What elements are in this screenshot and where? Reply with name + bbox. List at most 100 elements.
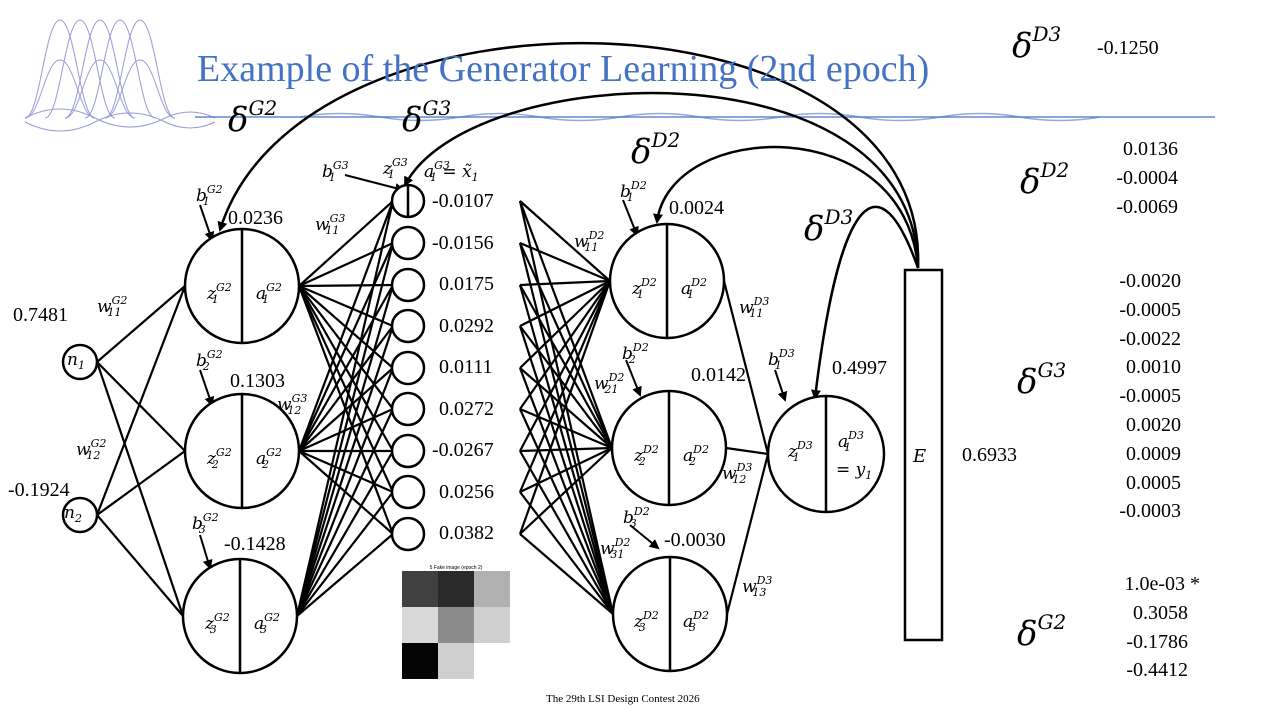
- gen-output-value-8: 0.0256: [439, 481, 494, 503]
- bias-arrow-d3-1: [774, 369, 788, 402]
- edge-input-gen-hidden: [96, 285, 186, 363]
- delta-g3-label-right: δG3: [1017, 358, 1067, 402]
- w-g3-11: wG311: [315, 212, 346, 237]
- gen-hidden-value-2: 0.1303: [230, 370, 285, 392]
- z-g2-1: zG21: [207, 281, 232, 306]
- edge-gen-hidden-gen-output: [298, 284, 394, 452]
- gen-output-node-8: [390, 474, 426, 510]
- title-underline-wave: [299, 112, 1101, 122]
- edge-gen-output-disc-hidden: [519, 280, 611, 369]
- fake-image-pixel: [402, 571, 438, 607]
- edge-gen-hidden-gen-output: [298, 367, 394, 452]
- a-g2-3: aG23: [254, 611, 280, 636]
- delta-d3-label-mid: δD3: [804, 205, 854, 249]
- a-d3-1-eq: = y1: [836, 460, 873, 482]
- edge-gen-output-disc-hidden: [519, 491, 614, 615]
- input-n2-label: n2: [64, 503, 82, 525]
- network-edges: [95, 200, 770, 617]
- delta-d2-value: -0.0004: [1116, 166, 1178, 189]
- z-g2-3: zG23: [205, 611, 230, 636]
- delta-g3-value: -0.0020: [1119, 270, 1181, 292]
- edge-gen-output-disc-hidden: [519, 280, 611, 327]
- arrow-to-d2: [653, 145, 920, 269]
- edge-gen-hidden-gen-output: [296, 408, 394, 617]
- edge-gen-output-disc-hidden: [519, 367, 613, 449]
- delta-d3-value: -0.1250: [1097, 37, 1159, 59]
- a-g3-1: aG31 = x̃1: [424, 159, 479, 184]
- fake-image-pixel: [474, 571, 510, 607]
- b-d3-1: bD31: [768, 347, 795, 372]
- b-d2-1: bD21: [620, 179, 647, 204]
- delta-g3-value: -0.0005: [1119, 298, 1181, 321]
- z-d2-2: zD22: [634, 443, 659, 468]
- gen-output-node-4: [390, 308, 426, 344]
- delta-g2-value: 0.3058: [1133, 601, 1188, 624]
- edge-input-gen-hidden: [96, 361, 186, 452]
- a-d3-1: aD31: [838, 429, 864, 454]
- fake-image-pixel: [438, 643, 474, 679]
- edge-gen-output-disc-hidden: [518, 408, 615, 615]
- b-g2-1: bG21: [196, 183, 223, 208]
- disc-hidden-value-1: 0.0024: [669, 197, 724, 219]
- edge-gen-hidden-gen-output: [296, 450, 394, 617]
- input-node-1: [61, 343, 99, 381]
- b-g3-1: bG31: [322, 159, 349, 184]
- gen-output-value-1: -0.0107: [432, 190, 494, 212]
- b-d2-2: bD22: [622, 341, 649, 366]
- bias-arrow-d2-3: [629, 524, 660, 550]
- edge-gen-output-disc-hidden: [519, 446, 613, 453]
- fake-image-pixel: [474, 607, 510, 643]
- gen-output-node-3: [390, 267, 426, 303]
- edge-gen-output-disc-hidden: [518, 242, 614, 449]
- edge-input-gen-hidden: [96, 514, 184, 617]
- b-g2-3: bG23: [192, 511, 219, 536]
- gen-output-value-7: -0.0267: [432, 439, 494, 461]
- a-g2-1: aG21: [256, 281, 282, 306]
- b-g2-2: bG22: [196, 348, 223, 373]
- disc-hidden-value-3: -0.0030: [664, 529, 726, 551]
- z-d2-1: zD21: [632, 276, 657, 301]
- delta-g3-value: -0.0003: [1119, 500, 1181, 523]
- delta-g3-label: δG3: [402, 96, 452, 140]
- w-g2-11: wG211: [97, 294, 128, 319]
- edge-gen-output-disc-hidden: [519, 447, 613, 493]
- delta-g3-value: 0.0009: [1126, 442, 1181, 465]
- edge-gen-output-disc-hidden: [518, 280, 612, 535]
- gen-output-node-5: [390, 350, 426, 386]
- w-d2-21: wD221: [594, 371, 625, 396]
- error-box: [903, 268, 944, 642]
- bias-arrow-d2-1: [622, 199, 639, 237]
- edge-input-gen-hidden: [95, 361, 185, 617]
- gen-hidden-value-1: 0.0236: [228, 207, 283, 229]
- delta-g3-value: 0.0020: [1126, 413, 1181, 436]
- w-d3-11: wD311: [739, 295, 770, 320]
- edge-gen-hidden-gen-output: [298, 241, 394, 288]
- b-d2-3: bD23: [623, 505, 650, 530]
- fake-image-pixel: [438, 571, 474, 607]
- footer-text: The 29th LSI Design Contest 2026: [546, 693, 700, 705]
- fake-image-pixel: [402, 643, 438, 679]
- gen-output-value-3: 0.0175: [439, 273, 494, 295]
- edge-gen-output-disc-hidden: [519, 280, 611, 452]
- delta-g3-value: 0.0010: [1126, 356, 1181, 379]
- edge-gen-hidden-gen-output: [295, 367, 395, 617]
- delta-g3-value: 0.0005: [1126, 471, 1181, 494]
- delta-d2-value: -0.0069: [1116, 195, 1178, 218]
- edge-gen-output-disc-hidden: [519, 447, 613, 535]
- bias-arrow-g3-1: [344, 174, 405, 193]
- w-g3-12: wG312: [277, 392, 308, 417]
- input-n1-value: 0.7481: [13, 304, 68, 326]
- nodes: [61, 222, 944, 675]
- edge-input-gen-hidden: [96, 450, 186, 516]
- delta-g2-value: -0.1786: [1126, 630, 1188, 653]
- bias-arrow-g2-2: [199, 369, 215, 407]
- edge-disc-hidden-disc-output: [722, 280, 770, 455]
- delta-d2-values: 0.0136 -0.0004 -0.0069: [1090, 135, 1178, 221]
- delta-d2-label: δD2: [631, 128, 681, 172]
- arrow-to-g2: [217, 41, 920, 269]
- edge-gen-hidden-gen-output: [295, 284, 395, 617]
- gen-output-node-9: [390, 516, 426, 552]
- z-g3-1: zG31: [383, 156, 408, 181]
- gen-output-nodes: [390, 183, 426, 552]
- bias-arrows: [199, 174, 788, 570]
